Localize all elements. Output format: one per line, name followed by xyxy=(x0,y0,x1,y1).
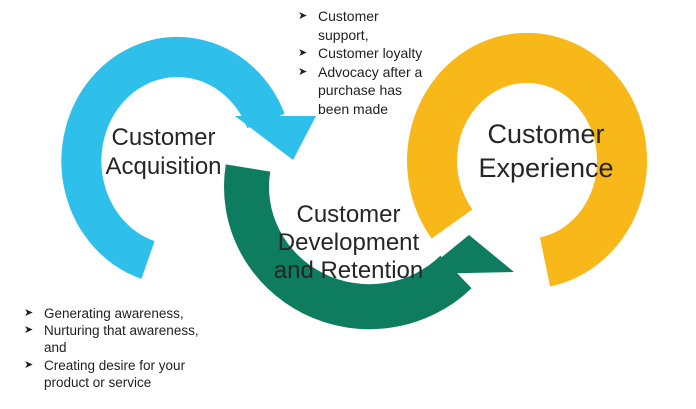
arrow-bullet-icon: ➤ xyxy=(298,65,308,78)
arrow-bullet-icon: ➤ xyxy=(24,307,34,319)
list-item: ➤ Customer loyalty xyxy=(298,44,448,63)
list-item: ➤ Nurturing that awareness, and xyxy=(24,322,244,356)
acquisition-label-line1: Customer xyxy=(111,124,216,151)
note-line: Customer xyxy=(318,8,379,24)
acquisition-ring xyxy=(61,37,285,279)
acquisition-label: Customer Acquisition xyxy=(86,123,241,182)
acquisition-label-line2: Acquisition xyxy=(105,153,222,181)
note-line: Advocacy after a xyxy=(318,63,423,80)
list-item: ➤ Customer support, xyxy=(298,7,448,44)
experience-label-line1: Customer xyxy=(487,119,605,149)
list-item: ➤ Creating desire for your product or se… xyxy=(24,357,244,391)
development-label: Customer Development and Retention xyxy=(246,201,451,285)
development-label-line3: and Retention xyxy=(273,257,424,285)
development-arrow-icon xyxy=(421,235,514,274)
arrow-bullet-icon: ➤ xyxy=(24,358,34,371)
note-line: purchase has xyxy=(318,82,403,98)
acquisition-notes-list: ➤ Generating awareness, ➤ Nurturing that… xyxy=(24,305,244,391)
development-label-line1: Customer xyxy=(296,201,401,228)
note-line: Creating desire for your xyxy=(44,357,186,373)
note-line: Generating awareness, xyxy=(44,306,184,321)
note-line: Customer loyalty xyxy=(318,45,423,61)
list-item: ➤ Advocacy after a purchase has been mad… xyxy=(298,63,448,119)
arrow-bullet-icon: ➤ xyxy=(298,47,308,59)
arrow-bullet-icon: ➤ xyxy=(24,324,34,337)
development-label-line2: Development xyxy=(277,229,420,257)
note-line: and xyxy=(44,340,67,356)
development-ring xyxy=(224,164,472,330)
experience-ring xyxy=(407,32,648,287)
note-line: Nurturing that awareness, xyxy=(44,323,199,339)
list-item: ➤ Generating awareness, xyxy=(24,305,244,322)
experience-label-line2: Experience xyxy=(478,153,614,184)
acquisition-arrow-icon xyxy=(235,116,316,160)
note-line: support, xyxy=(318,26,369,43)
note-line: been made xyxy=(318,100,389,117)
arrow-bullet-icon: ➤ xyxy=(298,10,308,22)
note-line: product or service xyxy=(44,374,152,390)
experience-label: Customer Experience xyxy=(460,117,632,186)
retention-notes-list: ➤ Customer support, ➤ Customer loyalty ➤… xyxy=(298,7,448,118)
